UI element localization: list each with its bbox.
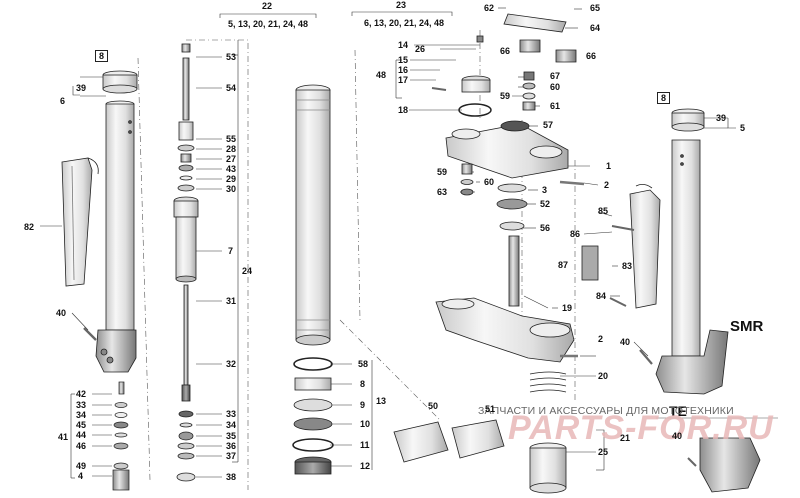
callout-86: 86 — [570, 229, 581, 239]
callout-44: 44 — [76, 430, 87, 440]
callout-9: 9 — [360, 400, 366, 410]
callout-8: 8 — [360, 379, 366, 389]
callout-31: 31 — [226, 296, 237, 306]
callout-35: 35 — [226, 431, 237, 441]
callout-45: 45 — [76, 420, 87, 430]
callout-30: 30 — [226, 184, 237, 194]
callout-7: 7 — [228, 246, 234, 256]
callout-58: 58 — [358, 359, 369, 369]
left-fork-leg — [61, 70, 138, 373]
callout-14: 14 — [398, 40, 409, 50]
callout-42: 42 — [76, 389, 87, 399]
callout-41: 41 — [58, 432, 69, 442]
callout-20: 20 — [598, 371, 609, 381]
callout-18: 18 — [398, 105, 409, 115]
callout-63: 63 — [437, 187, 448, 197]
fork-protectors — [393, 419, 505, 463]
callout-37: 37 — [226, 451, 237, 461]
callout-32: 32 — [226, 359, 237, 369]
model-smr-label: SMR — [730, 318, 764, 335]
te-inset — [656, 417, 778, 493]
callout-36: 36 — [226, 441, 237, 451]
callout-54: 54 — [226, 83, 237, 93]
callout-66: 66 — [586, 51, 597, 61]
callout-56: 56 — [540, 223, 551, 233]
watermark-text: ЗАПЧАСТИ И АКСЕССУАРЫ ДЛЯ МОТОТЕХНИКИ — [478, 405, 734, 417]
callout-39: 39 — [716, 113, 727, 123]
outer-fork-tube — [292, 84, 334, 475]
callout-17: 17 — [398, 75, 409, 85]
callout-67: 67 — [550, 71, 561, 81]
callout-2: 2 — [604, 180, 610, 190]
callout-8: 8 — [657, 92, 671, 104]
callout-8: 8 — [95, 50, 109, 62]
callout-62: 62 — [484, 3, 495, 13]
callout-40: 40 — [56, 308, 67, 318]
callout-13: 13 — [376, 396, 387, 406]
callout-2: 2 — [598, 334, 604, 344]
callout-87: 87 — [558, 260, 569, 270]
model-te-label: TE — [669, 403, 687, 419]
group-23-parts: 6, 13, 20, 21, 24, 48 — [364, 18, 445, 28]
callout-65: 65 — [590, 3, 601, 13]
callout-85: 85 — [598, 206, 609, 216]
callout-52: 52 — [540, 199, 551, 209]
callout-29: 29 — [226, 174, 237, 184]
dashed-centerlines — [137, 30, 576, 490]
callout-21: 21 — [620, 433, 631, 443]
watermark-brand: PARTS-FOR.RU — [508, 409, 774, 447]
callout-15: 15 — [398, 55, 409, 65]
callout-5: 5 — [740, 123, 746, 133]
callout-39: 39 — [76, 83, 87, 93]
callout-51: 51 — [485, 404, 496, 414]
callout-59: 59 — [437, 167, 448, 177]
callout-40: 40 — [620, 337, 631, 347]
callout-33: 33 — [226, 409, 237, 419]
callout-24: 24 — [242, 266, 253, 276]
callout-60: 60 — [550, 82, 561, 92]
group-23-number: 23 — [396, 0, 407, 10]
callout-25: 25 — [598, 447, 609, 457]
callout-40: 40 — [672, 431, 683, 441]
callout-38: 38 — [226, 472, 237, 482]
valve-stack — [112, 381, 130, 491]
callout-50: 50 — [428, 401, 439, 411]
callout-4: 4 — [78, 471, 84, 481]
callout-16: 16 — [398, 65, 409, 75]
callout-34: 34 — [76, 410, 87, 420]
callout-6: 6 — [60, 96, 66, 106]
callout-60: 60 — [484, 177, 495, 187]
callout-11: 11 — [360, 440, 370, 450]
callout-53: 53 — [226, 52, 237, 62]
callout-28: 28 — [226, 144, 237, 154]
right-fork-leg — [581, 108, 729, 395]
callout-1: 1 — [606, 161, 612, 171]
damper-cartridge — [173, 43, 199, 482]
callout-49: 49 — [76, 461, 87, 471]
callout-82: 82 — [24, 222, 35, 232]
callout-19: 19 — [562, 303, 573, 313]
group-22-parts: 5, 13, 20, 21, 24, 48 — [228, 19, 309, 29]
callout-48: 48 — [376, 70, 387, 80]
group-22-number: 22 — [262, 1, 273, 11]
callout-43: 43 — [226, 164, 237, 174]
callout-64: 64 — [590, 23, 601, 33]
triple-clamp — [431, 13, 585, 494]
callout-46: 46 — [76, 441, 87, 451]
callout-12: 12 — [360, 461, 371, 471]
callout-27: 27 — [226, 154, 237, 164]
callout-57: 57 — [543, 120, 554, 130]
callout-33: 33 — [76, 400, 87, 410]
callout-61: 61 — [550, 101, 561, 111]
callout-55: 55 — [226, 134, 237, 144]
callout-10: 10 — [360, 419, 371, 429]
callout-26: 26 — [415, 44, 426, 54]
callout-59: 59 — [500, 91, 511, 101]
callout-83: 83 — [622, 261, 633, 271]
callout-34: 34 — [226, 420, 237, 430]
callout-3: 3 — [542, 185, 548, 195]
callout-66: 66 — [500, 46, 511, 56]
callout-84: 84 — [596, 291, 607, 301]
